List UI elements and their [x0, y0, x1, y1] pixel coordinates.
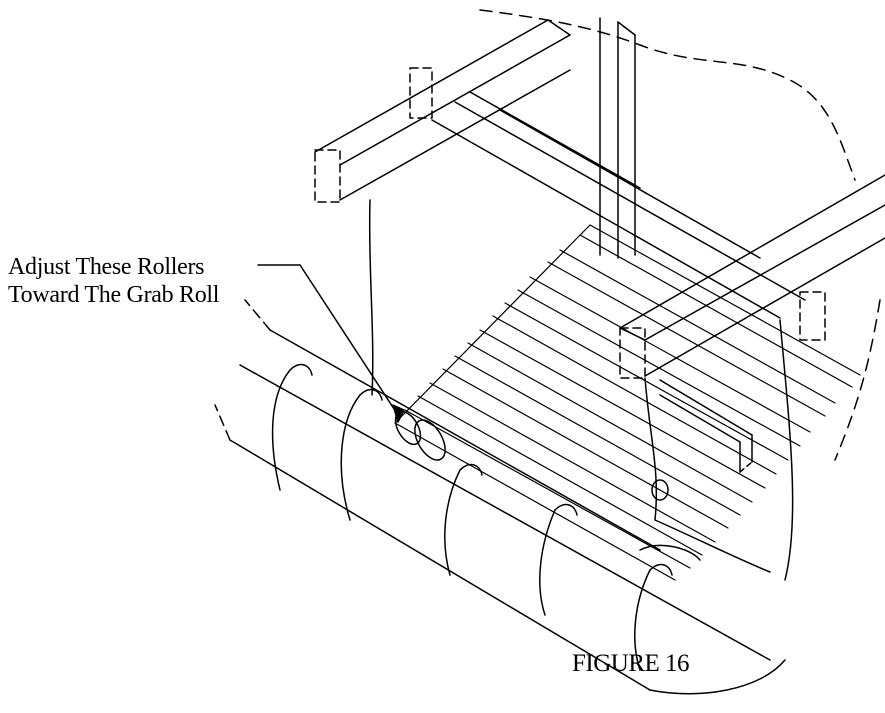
frame-rails: [432, 92, 805, 318]
roller-conveyor: [395, 225, 860, 580]
figure-caption: FIGURE 16: [572, 650, 690, 677]
back-upright: [600, 18, 635, 258]
top-crossbeam-right: [620, 175, 885, 378]
break-line-right: [835, 300, 880, 460]
callout-line-2: Toward The Grab Roll: [8, 282, 220, 308]
grab-roll: [215, 300, 785, 694]
callout-leader: [258, 265, 404, 422]
callout-label: Adjust These Rollers Toward The Grab Rol…: [8, 253, 219, 309]
callout-line-1: Adjust These Rollers: [8, 254, 205, 280]
top-crossbeam-left: [315, 20, 570, 202]
angle-bracket: [660, 380, 752, 472]
spiral-flights: [273, 365, 672, 670]
side-plates: [370, 200, 793, 580]
break-line-top: [480, 10, 855, 180]
